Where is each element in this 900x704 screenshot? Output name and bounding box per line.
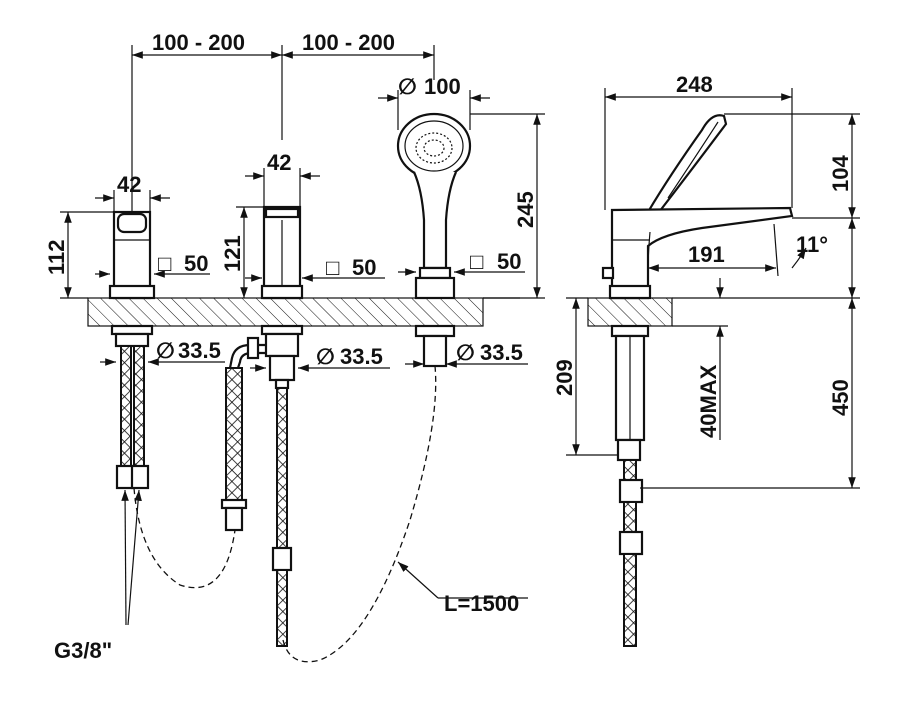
label-shower-dia-symbol: ∅ <box>398 74 417 99</box>
deck-side <box>587 297 673 327</box>
label-reach: 191 <box>688 242 725 267</box>
label-square-mid: 50 <box>352 255 376 280</box>
label-hose-depth: 450 <box>828 379 853 416</box>
label-hole-left: 33.5 <box>178 338 221 363</box>
label-spacing-1: 100 - 200 <box>152 30 245 55</box>
label-hole-mid-symbol: ∅ <box>316 344 335 369</box>
middle-hose <box>271 387 293 647</box>
label-square-right-symbol: □ <box>470 249 483 274</box>
middle-side-outlet <box>220 336 266 532</box>
label-spacing-2: 100 - 200 <box>302 30 395 55</box>
label-width-left: 42 <box>117 172 141 197</box>
side-view-mixer <box>601 114 794 647</box>
label-square-right: 50 <box>497 249 521 274</box>
hose-route-shower <box>282 365 437 663</box>
label-shower-dia: 100 <box>424 74 461 99</box>
label-total-length: 248 <box>676 72 713 97</box>
label-shower-height: 245 <box>513 191 538 228</box>
label-height-left: 112 <box>44 240 69 276</box>
label-below-deck: 209 <box>552 359 577 396</box>
label-deck-max: 40MAX <box>696 364 721 438</box>
hose-route-left <box>133 487 236 589</box>
hand-shower <box>396 112 472 368</box>
label-spout-height: 104 <box>828 155 853 192</box>
left-mixer <box>108 210 156 348</box>
label-square-left: 50 <box>184 251 208 276</box>
label-width-mid: 42 <box>267 150 291 175</box>
deck-front <box>87 297 484 327</box>
label-square-mid-symbol: □ <box>326 255 339 280</box>
label-square-left-symbol: □ <box>158 251 171 276</box>
middle-diverter <box>260 205 304 390</box>
label-hole-mid: 33.5 <box>340 344 383 369</box>
label-angle: 11° <box>796 232 828 257</box>
label-hose-length: L=1500 <box>444 591 519 616</box>
label-hole-right-symbol: ∅ <box>456 340 475 365</box>
label-thread: G3/8" <box>54 638 112 663</box>
label-hole-left-symbol: ∅ <box>156 338 175 363</box>
left-hoses <box>115 345 150 490</box>
label-height-mid: 121 <box>220 235 245 272</box>
label-hole-right: 33.5 <box>480 340 523 365</box>
